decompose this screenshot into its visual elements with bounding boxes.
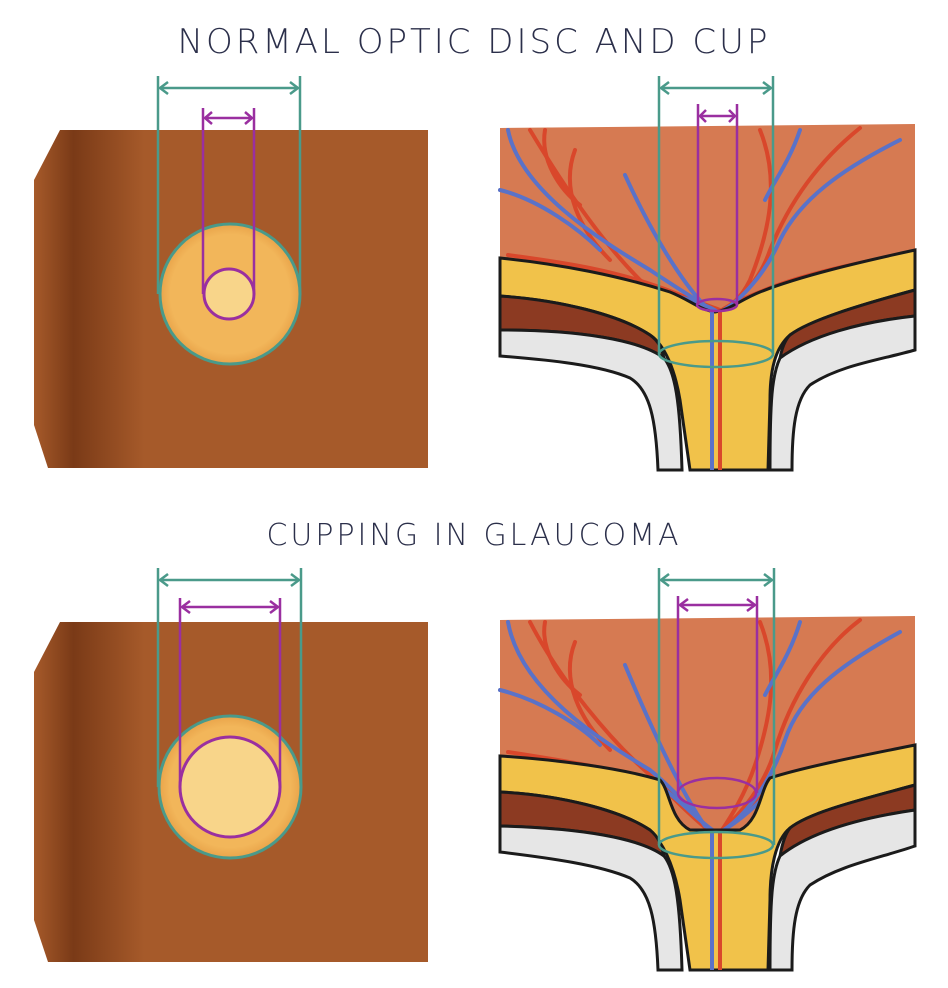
retina-layer [500, 124, 915, 312]
title-normal-optic-disc: NORMAL OPTIC DISC AND CUP [177, 22, 771, 62]
normal-fundus [34, 76, 428, 468]
optic-cup [202, 267, 256, 321]
optic-cup [178, 735, 282, 839]
glaucoma-fundus [34, 568, 428, 962]
title-cupping-in-glaucoma: CUPPING IN GLAUCOMA [266, 518, 682, 553]
sclera-layer [498, 328, 684, 472]
sclera-layer [498, 824, 684, 972]
normal-cross-section [498, 76, 917, 472]
glaucoma-cross-section [498, 568, 917, 972]
